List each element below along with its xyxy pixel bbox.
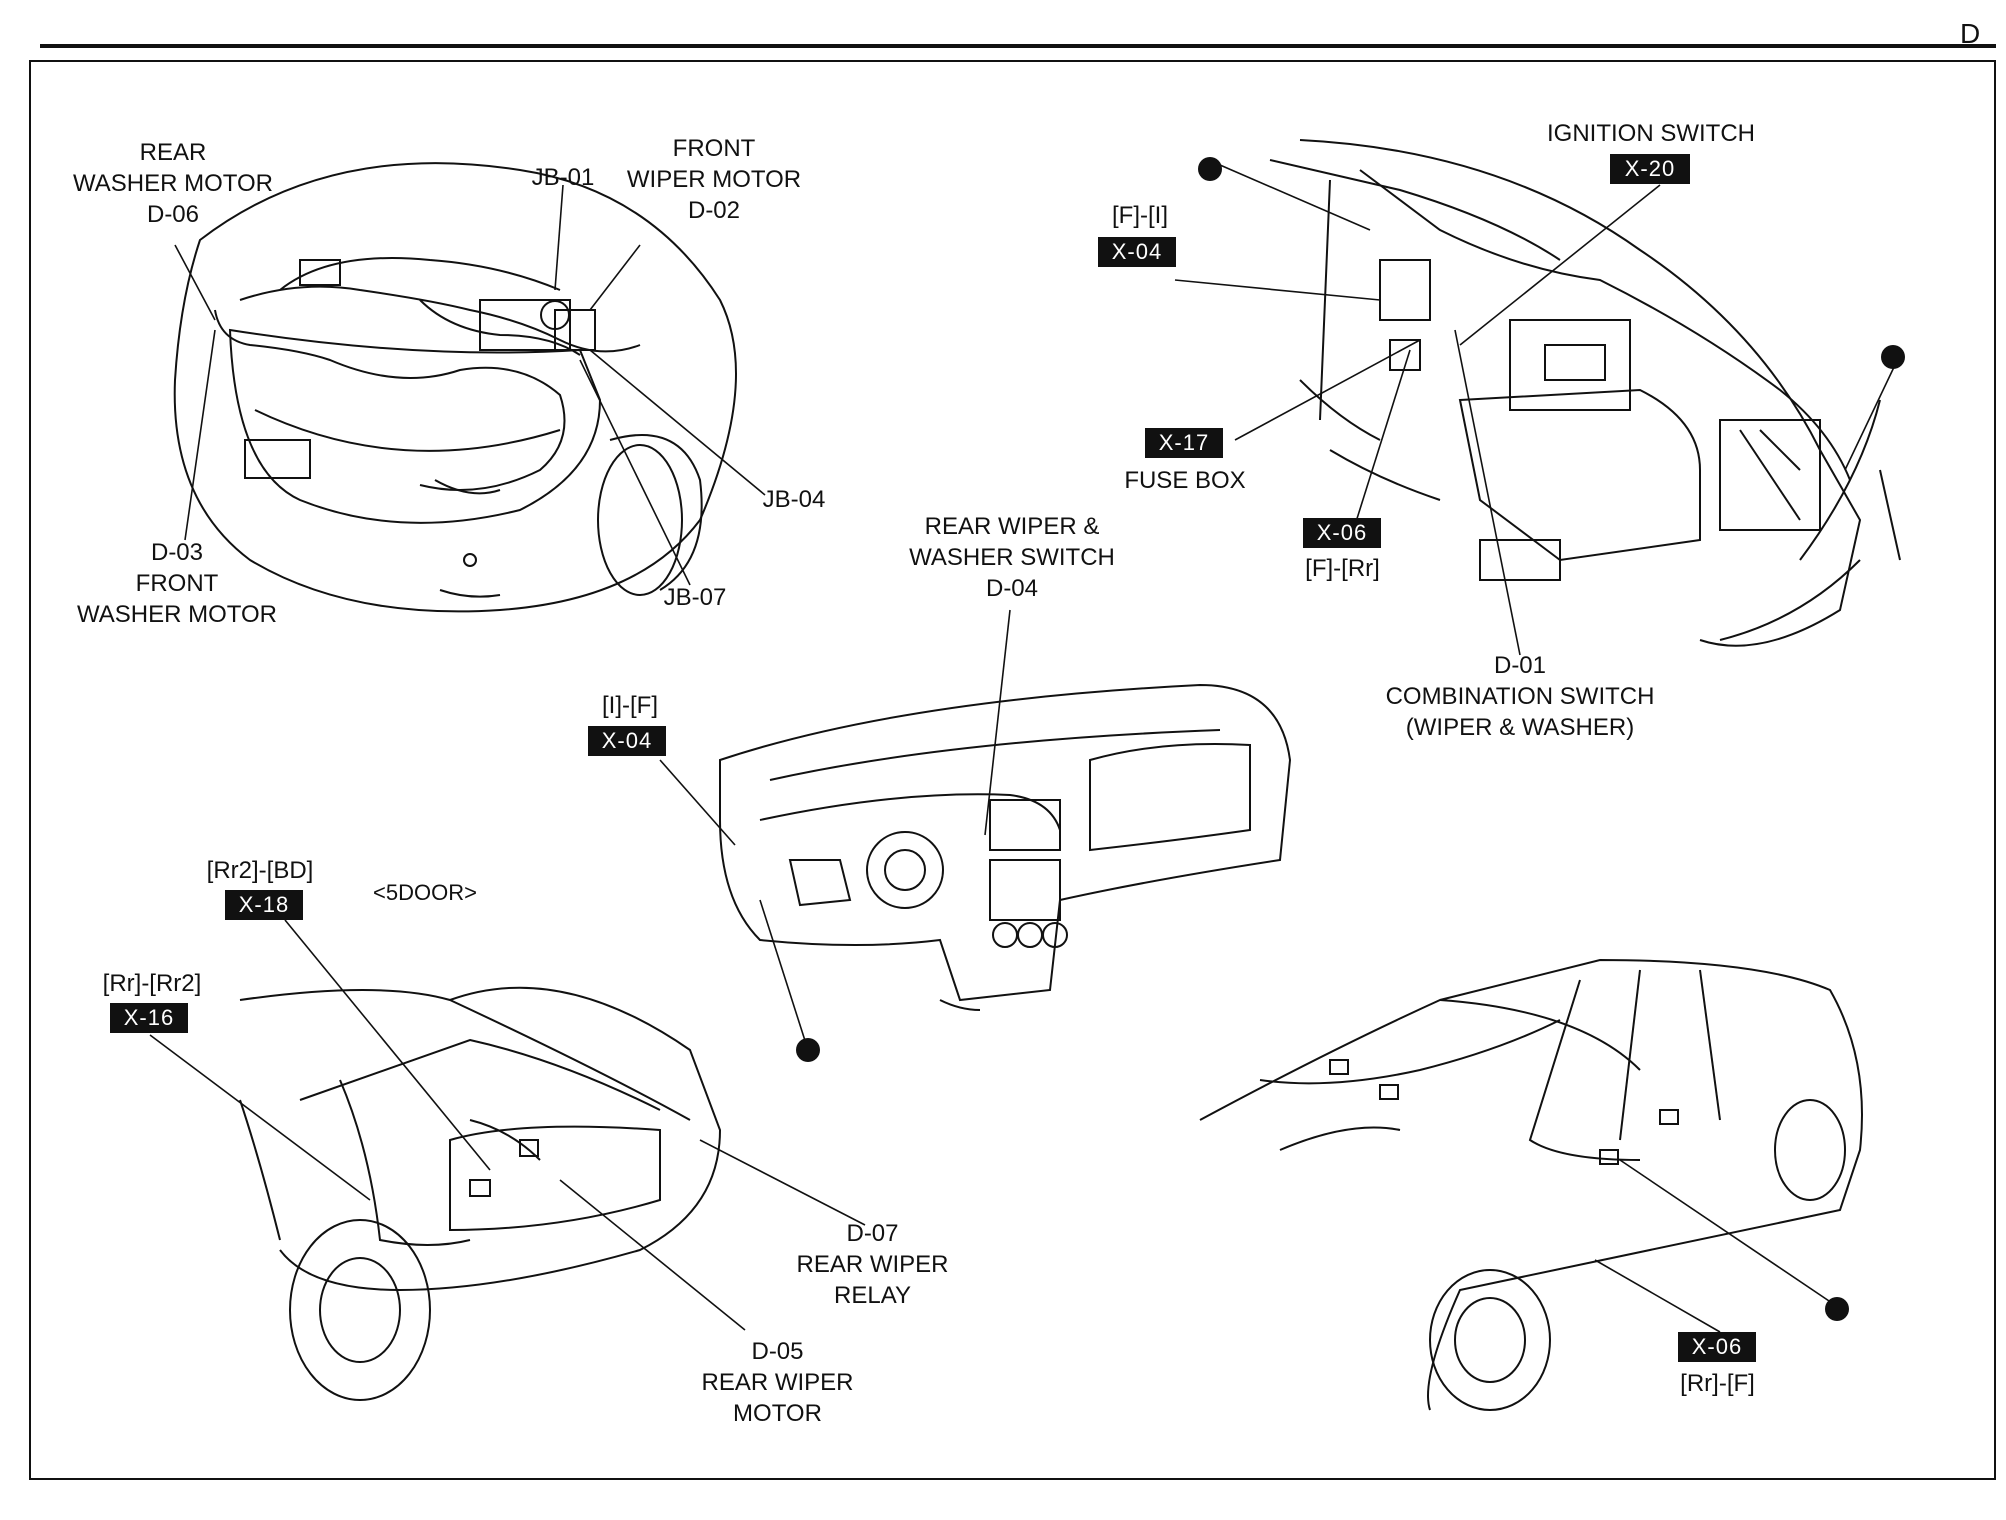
dashboard-view: [719, 683, 1292, 1011]
header-rule: [40, 44, 1996, 48]
rr-f-tag: X-06: [1678, 1332, 1756, 1362]
leader-lines: [149, 164, 1896, 1333]
rear-wiper-motor-label: D-05 REAR WIPER MOTOR: [690, 1336, 865, 1429]
diagram-frame: [29, 60, 1996, 1480]
rear-wiper-motor-code: D-05: [751, 1338, 804, 1365]
rr-f-pin-label: [Rr]-[F]: [1680, 1370, 1755, 1397]
i-f-pin-label: [I]-[F]: [602, 692, 658, 719]
connector-marker-10: [796, 1038, 820, 1062]
front-wiper-motor-label: FRONT WIPER MOTOR D-02: [618, 133, 810, 226]
combination-switch-line-2: (WIPER & WASHER): [1405, 714, 1635, 741]
rear-washer-motor-code: D-06: [146, 201, 200, 228]
combination-switch-line-1: COMBINATION SWITCH: [1385, 683, 1655, 710]
fuse-box-label: FUSE BOX: [1124, 467, 1246, 494]
engine-bay-view: [173, 162, 737, 613]
rr2-bd-pin-label: [Rr2]-[BD]: [206, 857, 314, 884]
rear-wiper-motor-line-1: REAR WIPER: [701, 1369, 854, 1396]
instrument-panel-interior-view: [1269, 139, 1901, 647]
rear-wiper-motor-line-2: MOTOR: [733, 1400, 822, 1427]
connector-marker-1: [1198, 157, 1222, 181]
ignition-switch-tag: X-20: [1610, 154, 1690, 184]
five-door-label: <5DOOR>: [373, 880, 477, 905]
rear-washer-motor-line-1: REAR: [139, 139, 207, 166]
connector-marker-13: [1825, 1297, 1849, 1321]
page-letter: D: [1960, 18, 1981, 49]
rear-wiper-washer-switch-code: D-04: [985, 575, 1039, 602]
rr-rr2-pin-label: [Rr]-[Rr2]: [102, 970, 202, 997]
rear-wiper-relay-line-2: RELAY: [834, 1282, 911, 1309]
jb04-label: JB-04: [762, 486, 826, 513]
front-wiper-motor-line-1: FRONT: [672, 135, 756, 162]
connector-marker-4: [1881, 345, 1905, 369]
f-rr-pin-label: [F]-[Rr]: [1305, 555, 1380, 582]
rear-wiper-relay-code: D-07: [846, 1220, 899, 1247]
rear-washer-motor-line-2: WASHER MOTOR: [72, 170, 273, 197]
body-side-view: [1199, 958, 1863, 1411]
front-washer-motor-line-2: WASHER MOTOR: [76, 601, 277, 628]
rear-wiper-relay-line-1: REAR WIPER: [796, 1251, 949, 1278]
rear-hatch-view: [239, 986, 722, 1401]
combination-switch-code: D-01: [1493, 652, 1547, 679]
f-i-pin-label: [F]-[I]: [1112, 202, 1168, 229]
rear-wiper-washer-switch-line-2: WASHER SWITCH: [909, 544, 1115, 571]
ignition-switch-label: IGNITION SWITCH: [1547, 120, 1755, 147]
jb07-label: JB-07: [663, 584, 727, 611]
combination-switch-label: D-01 COMBINATION SWITCH (WIPER & WASHER): [1385, 650, 1655, 743]
rr2-bd-tag: X-18: [225, 890, 303, 920]
f-rr-tag: X-06: [1303, 518, 1381, 548]
jb01-label: JB-01: [531, 164, 595, 191]
fuse-box-tag: X-17: [1145, 428, 1223, 458]
rear-washer-motor-label: REAR WASHER MOTOR D-06: [68, 137, 278, 230]
front-washer-motor-label: D-03 FRONT WASHER MOTOR: [72, 537, 282, 630]
f-i-tag: X-04: [1098, 237, 1176, 267]
front-washer-motor-code: D-03: [150, 539, 204, 566]
rear-wiper-washer-switch-line-1: REAR WIPER &: [924, 513, 1100, 540]
front-wiper-motor-line-2: WIPER MOTOR: [626, 166, 802, 193]
i-f-tag: X-04: [588, 726, 666, 756]
front-wiper-motor-code: D-02: [687, 197, 741, 224]
rr-rr2-tag: X-16: [110, 1003, 188, 1033]
front-washer-motor-line-1: FRONT: [135, 570, 219, 597]
rear-wiper-washer-switch-label: REAR WIPER & WASHER SWITCH D-04: [892, 511, 1132, 604]
rear-wiper-relay-label: D-07 REAR WIPER RELAY: [785, 1218, 960, 1311]
